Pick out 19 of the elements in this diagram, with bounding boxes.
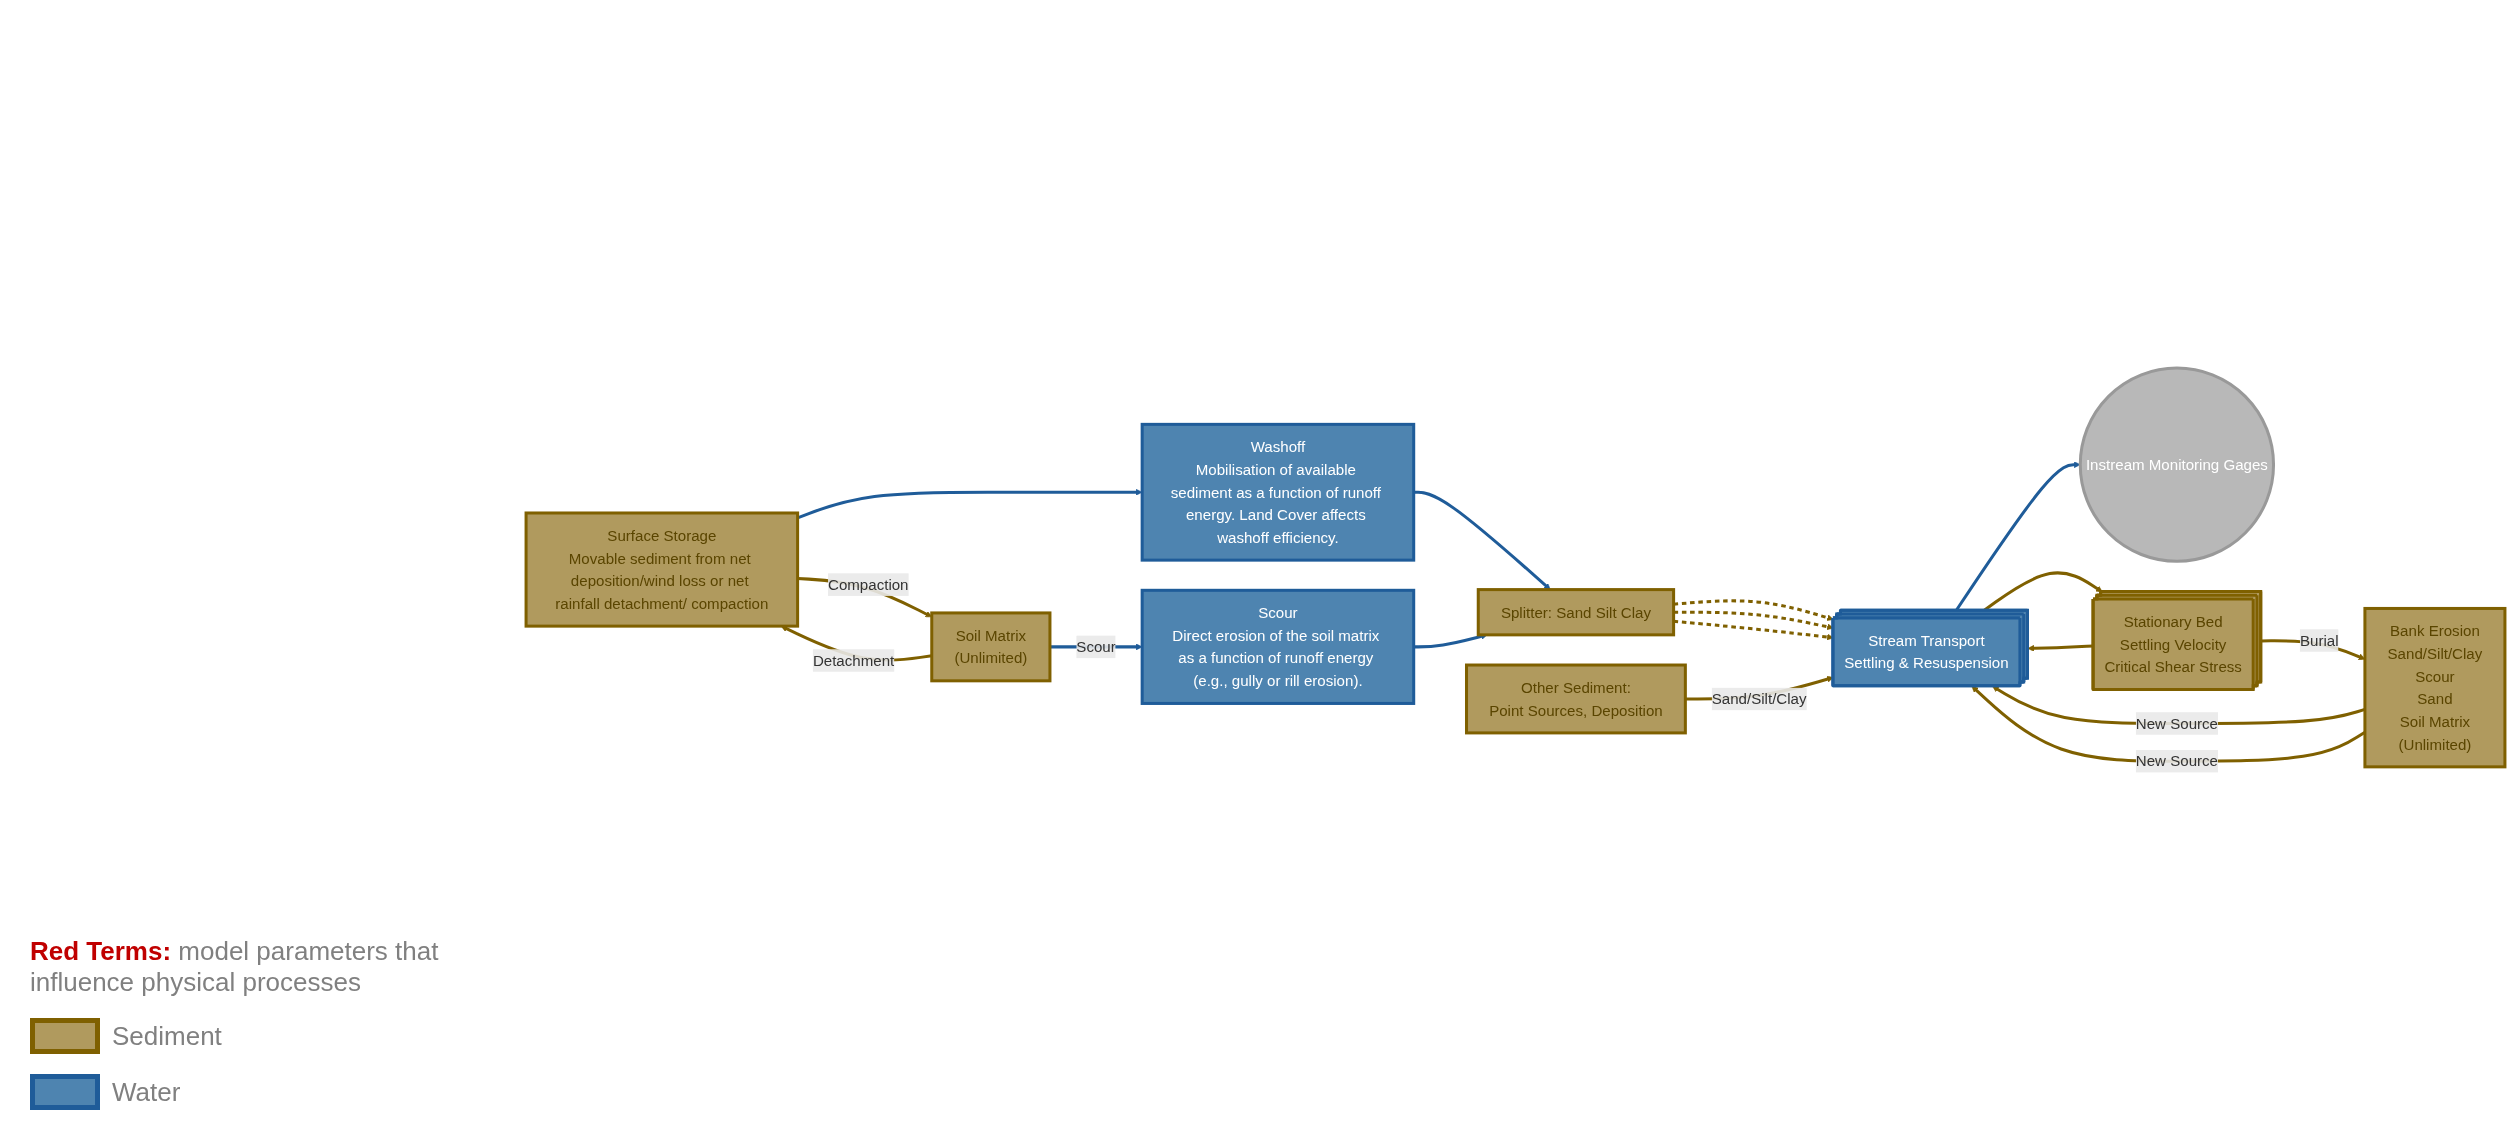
edge-label: Detachment [812,651,895,669]
node-box: Bank Erosion Sand/Silt/Clay Scour Sand Soil Matrix (Unlimited) [2363,606,2507,769]
edge-label: New Source [2135,714,2218,732]
legend-label: Sediment [112,1020,222,1052]
node-circle: Instream Monitoring Gages [2078,366,2276,563]
node-box: Splitter: Sand Silt Clay [1476,587,1676,637]
node-box: Soil Matrix (Unlimited) [930,611,1052,683]
node-box: Other Sediment: Point Sources, Deposition [1465,663,1687,735]
edge-label: Sand/Silt/Clay [1711,690,1807,707]
edge-label: New Source [2135,752,2218,770]
legend-label: Water [112,1076,181,1108]
node-box: Scour Direct erosion of the soil matrix as a function of runoff energy (e.g., gully or rill erosion). [1140,588,1416,705]
node-box: Washoff Mobilisation of available sediment as a function of runoff energy. Land Cover affects washoff efficiency. [1140,422,1416,562]
edge-label: Compaction [828,576,909,593]
node-box: Surface Storage Movable sediment from net deposition/wind loss or net rainfall detachment/ compaction [524,511,800,628]
edge-label: Burial [2299,631,2339,649]
note-text: Red Terms: model parameters that influence physical processes [30,936,440,998]
arrow [2027,644,2094,652]
edge-label: Scour [1076,638,1116,655]
